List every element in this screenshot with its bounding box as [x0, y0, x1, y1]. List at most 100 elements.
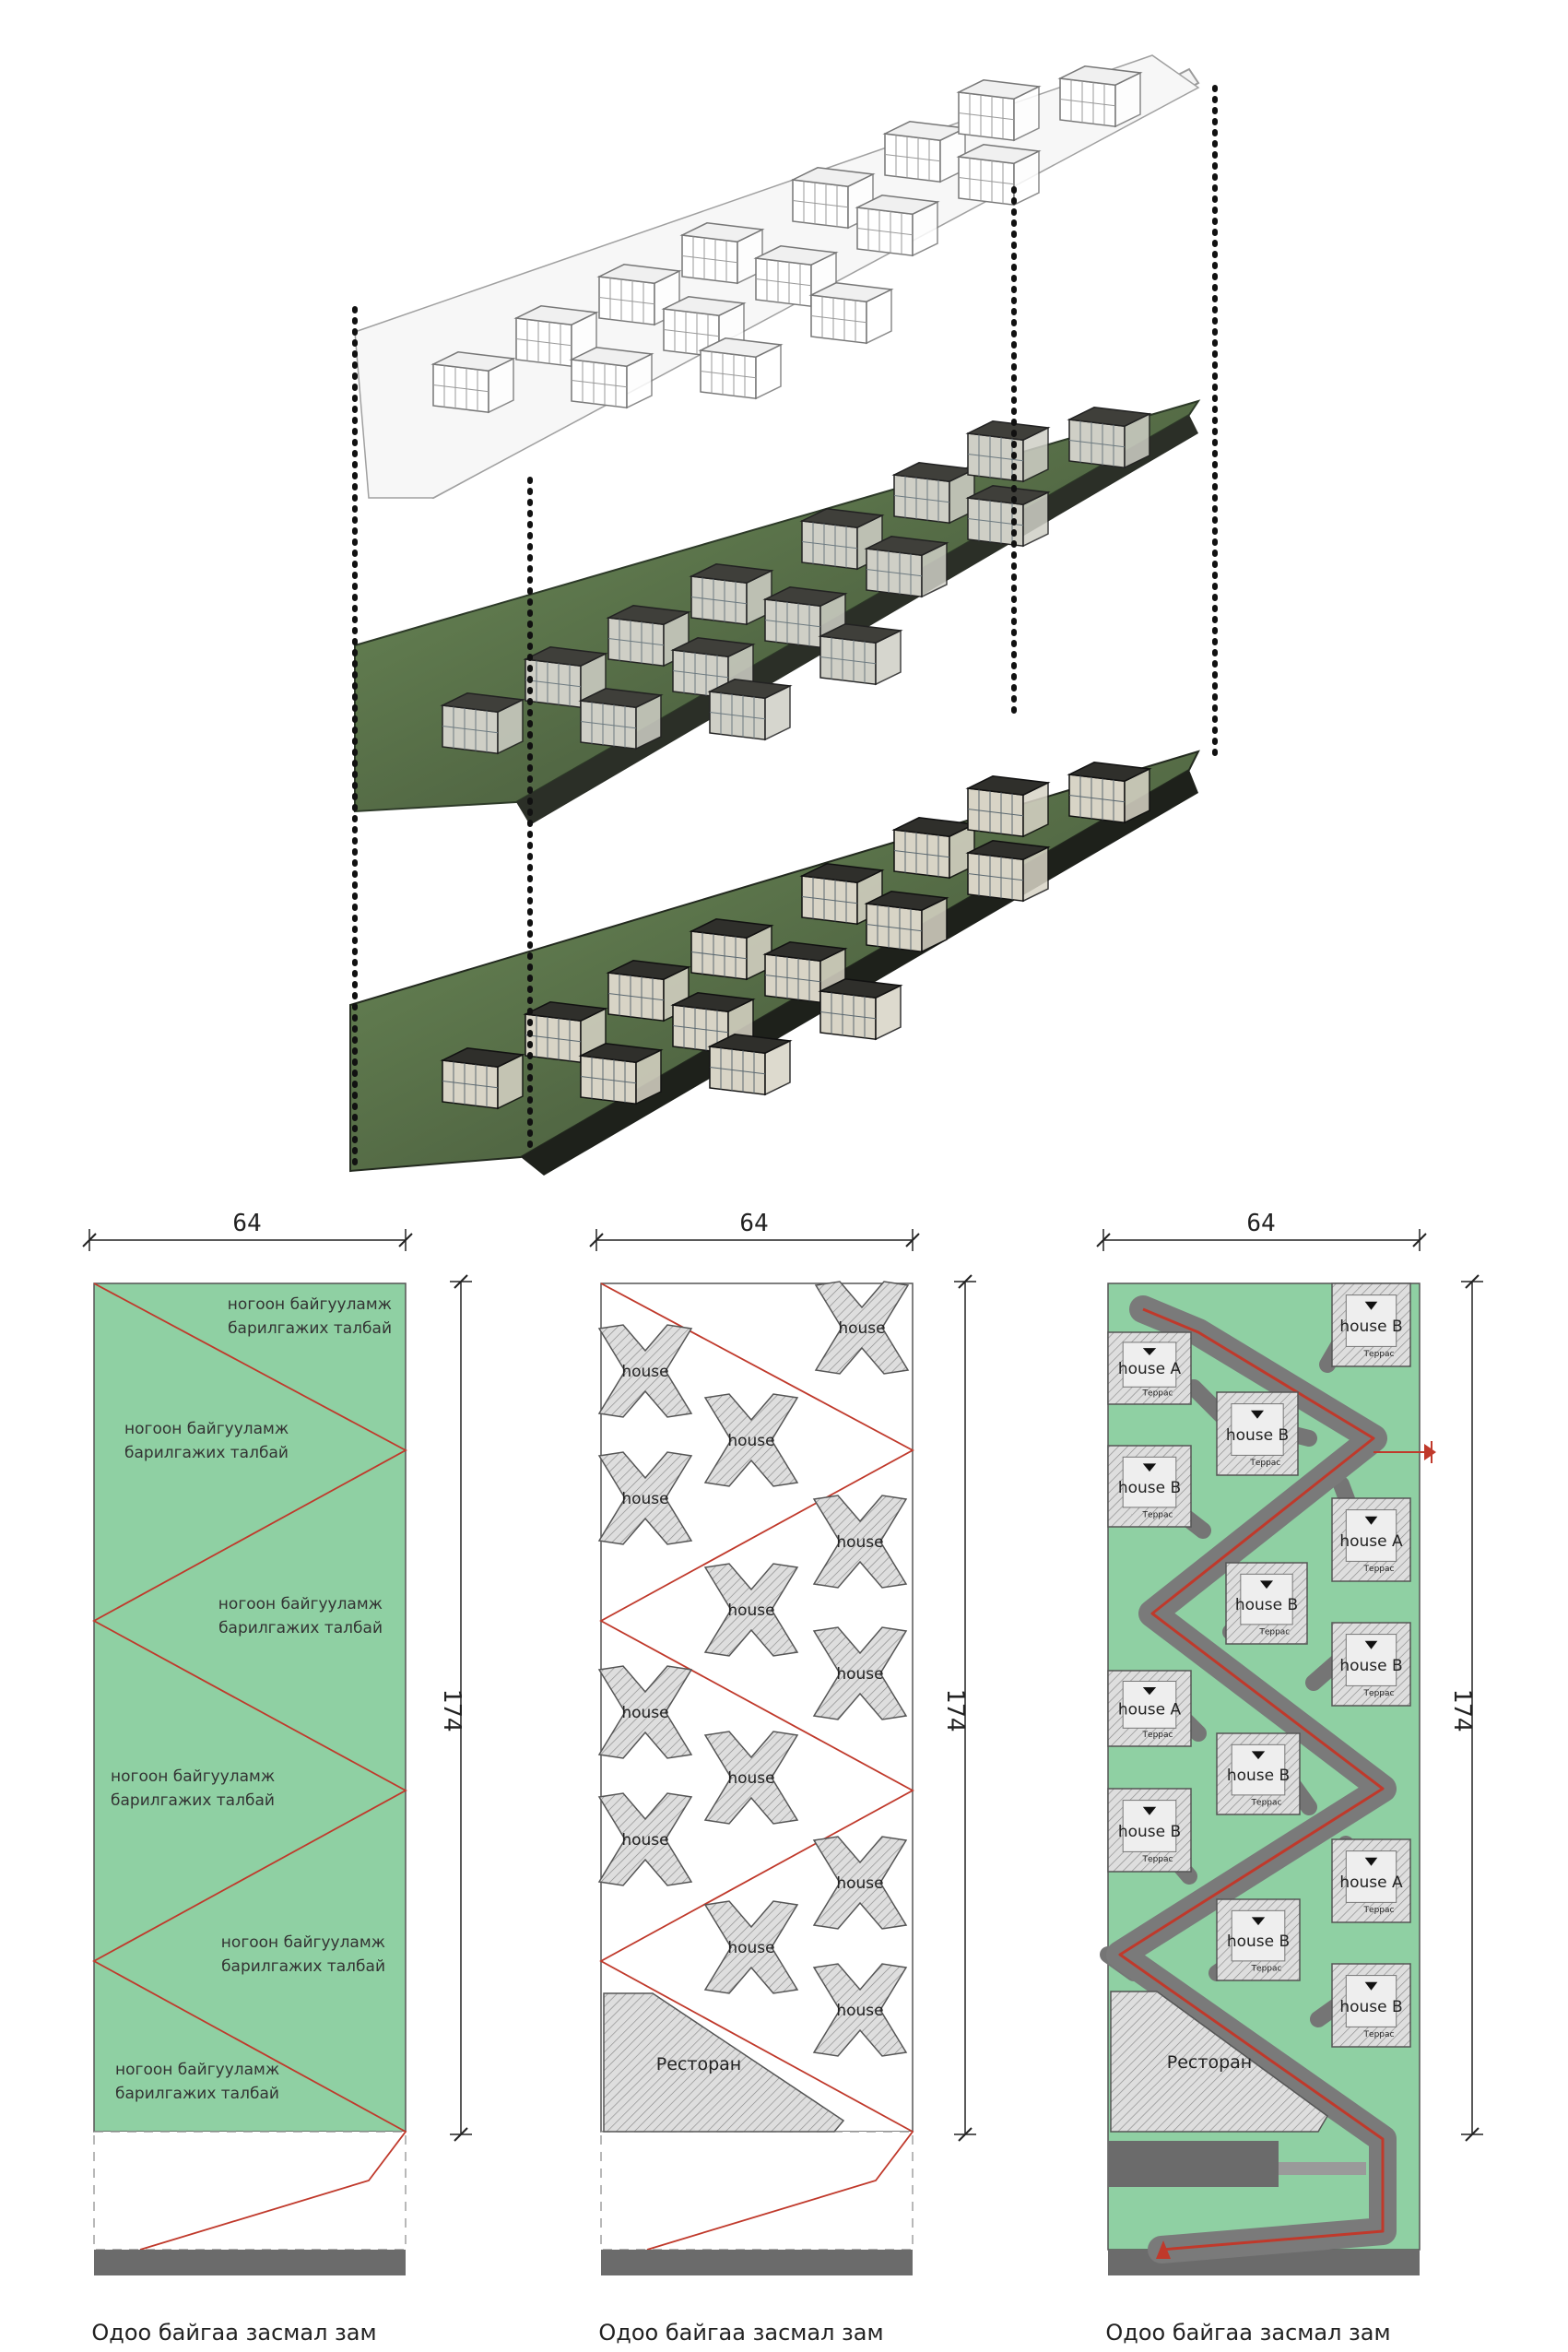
entrance-icon — [1364, 1301, 1378, 1310]
building-mass — [956, 144, 1042, 207]
length-dimension: 174 — [941, 1274, 976, 2142]
house-label: house — [621, 1704, 668, 1722]
zone-label: барилгажих талбай — [124, 1444, 289, 1462]
house-footprint: house — [597, 1324, 693, 1418]
house-label: house — [621, 1363, 668, 1381]
building-mass — [1067, 407, 1152, 469]
plan-houses: 64 Одоо байгаа засмал зам househousehous… — [589, 1210, 976, 2346]
building-mass — [596, 264, 682, 326]
projection-lines — [352, 85, 1218, 1169]
asphalt-road — [601, 2250, 913, 2275]
building-mass — [606, 605, 691, 668]
terrace-label: Террас — [1363, 1906, 1395, 1915]
house-label: house — [836, 1874, 883, 1893]
building-mass — [578, 688, 664, 751]
house-footprint: house — [597, 1665, 693, 1759]
house-unit: house A Террас — [1331, 1838, 1411, 1923]
house-footprint: house — [597, 1792, 693, 1886]
building-mass — [808, 282, 894, 345]
house-label: house B — [1227, 1767, 1290, 1785]
length-dimension: 174 — [1448, 1274, 1483, 2142]
length-label: 174 — [1448, 1689, 1476, 1732]
road-label: Одоо байгаа засмал зам — [1105, 2320, 1390, 2346]
render-layer — [349, 750, 1200, 1176]
building-mass — [689, 563, 774, 626]
building-mass — [440, 692, 525, 755]
building-mass — [855, 195, 940, 257]
house-label: house B — [1118, 1823, 1181, 1841]
building-mass — [440, 1047, 525, 1110]
restaurant-label: Ресторан — [656, 2054, 741, 2074]
house-label: house — [727, 1769, 774, 1788]
building-mass — [430, 351, 516, 414]
entrance-icon — [1251, 1917, 1266, 1926]
building-mass — [891, 817, 977, 880]
entrance-icon — [1364, 1640, 1378, 1649]
building-mass — [689, 918, 774, 981]
entrance-icon — [1251, 1751, 1266, 1760]
building-mass — [818, 623, 903, 686]
terrace-label: Террас — [1363, 2030, 1395, 2039]
building-mass — [569, 347, 654, 409]
house-label: house A — [1339, 1873, 1403, 1892]
terrace-label: Террас — [1363, 1565, 1395, 1574]
zigzag-divider — [92, 1282, 407, 2251]
winding-road-centerline — [1118, 1307, 1385, 2252]
terrace-label: Террас — [1142, 1731, 1173, 1740]
house-label: house — [727, 1432, 774, 1450]
house-label: house B — [1226, 1426, 1289, 1445]
entrance-icon — [1142, 1687, 1157, 1696]
entrance-icon — [1364, 1857, 1378, 1866]
terrace-label: Террас — [1251, 1964, 1282, 1973]
zone-label: ногоон байгууламж — [111, 1767, 275, 1786]
house-footprint: house — [812, 1626, 908, 1720]
house-label: house — [836, 2002, 883, 2020]
parking-edge — [1279, 2162, 1366, 2175]
zone-label: барилгажих талбай — [218, 1619, 383, 1637]
house-label: house B — [1339, 1998, 1402, 2016]
zone-label: ногоон байгууламж — [115, 2061, 279, 2079]
house-footprint: house — [597, 1451, 693, 1545]
exit-marker — [1156, 2240, 1171, 2259]
terrace-label: Террас — [1251, 1798, 1282, 1807]
entrance-icon — [1142, 1348, 1157, 1355]
house-footprint: house — [703, 1731, 799, 1825]
building-mass — [698, 337, 784, 400]
building-mass — [799, 508, 885, 571]
width-dimension: 64 — [82, 1210, 413, 1251]
terrace-label: Террас — [1363, 1350, 1395, 1359]
zone-label: барилгажих талбай — [221, 1957, 385, 1976]
house-footprint: house — [703, 1563, 799, 1657]
road-label: Одоо байгаа засмал зам — [91, 2320, 376, 2346]
house-label: house B — [1339, 1318, 1402, 1336]
restaurant-label: Ресторан — [1167, 2052, 1252, 2073]
axonometric-view — [349, 54, 1218, 1176]
plan-zoning: 64 Одоо байгаа засмал зам ногоон байгуул… — [82, 1210, 472, 2346]
house-label: house — [621, 1831, 668, 1850]
width-dimension: 64 — [1096, 1210, 1427, 1251]
length-label: 174 — [438, 1689, 466, 1732]
building-mass — [523, 1001, 608, 1064]
zigzag-divider — [599, 1282, 914, 2251]
building-mass — [707, 679, 793, 741]
length-dimension: 174 — [438, 1274, 472, 2142]
restaurant: Ресторан — [603, 1992, 845, 2133]
building-mass — [1067, 762, 1152, 824]
house-footprint: house — [812, 1963, 908, 2057]
house-label: house B — [1235, 1596, 1298, 1614]
buffer-area — [93, 2131, 407, 2251]
entrance-icon — [1142, 1463, 1157, 1472]
width-label: 64 — [739, 1210, 768, 1237]
zone-label: барилгажих талбай — [115, 2085, 279, 2103]
house-label: house B — [1227, 1932, 1290, 1951]
parking-strip — [1108, 2141, 1279, 2187]
house-label: house — [621, 1490, 668, 1508]
terrace-label: Террас — [1249, 1459, 1280, 1468]
building-mass — [707, 1034, 793, 1096]
